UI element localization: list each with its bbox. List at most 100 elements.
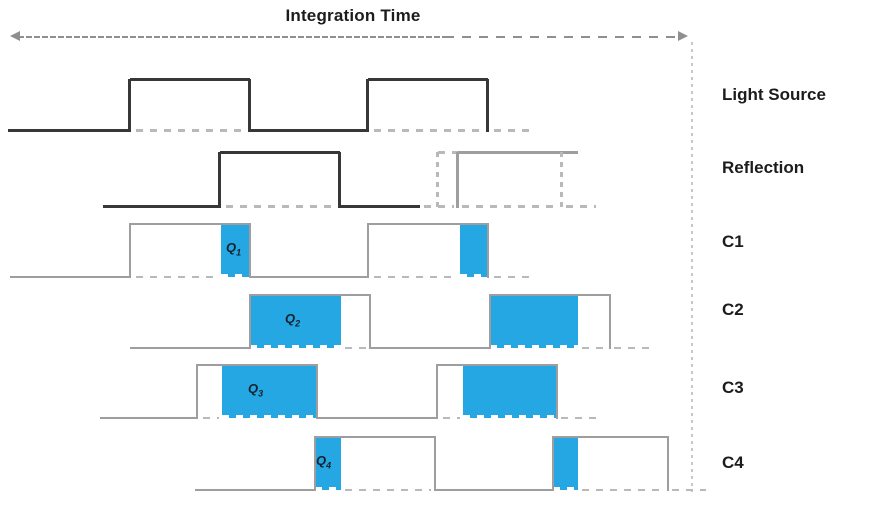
waveform-segment-reflection [438, 151, 458, 154]
waveform-segment-c1 [136, 276, 218, 278]
waveform-segment-c3 [437, 364, 557, 366]
waveform-segment-c2 [345, 347, 366, 349]
charge-fill-c3 [463, 366, 557, 418]
row-label-light-source: Light Source [722, 85, 826, 104]
row-label-reflection: Reflection [722, 158, 805, 177]
waveform-segment-light-source [136, 129, 246, 132]
charge-fill-c1 [221, 225, 250, 277]
waveform-segment-light-source [374, 129, 484, 132]
waveform-edge-reflection [436, 152, 439, 208]
waveform-segment-c3 [317, 417, 437, 419]
waveform-edge-light-source [486, 79, 489, 132]
waveform-segment-c3 [443, 417, 460, 419]
waveform-edge-c1 [367, 223, 369, 278]
q-label: Q4 [316, 452, 332, 471]
waveform-segment-reflection [226, 205, 336, 208]
waveform-segment-c2 [582, 347, 606, 349]
waveform-segment-c3 [561, 417, 597, 419]
baseline-dash-over-fill [553, 487, 578, 490]
waveform-segment-c4 [315, 436, 435, 438]
waveform-segment-c4 [435, 489, 553, 491]
row-label-c2: C2 [722, 300, 744, 319]
integration-arrow-line [18, 36, 445, 38]
waveform-segment-light-source [130, 78, 250, 81]
waveform-segment-c3 [197, 364, 317, 366]
waveform-edge-reflection [218, 152, 221, 208]
waveform-segment-reflection [340, 205, 420, 208]
guide-line [691, 42, 693, 492]
waveform-segment-reflection [462, 205, 558, 208]
waveform-edge-c3 [556, 364, 558, 419]
waveform-edge-reflection [560, 152, 563, 208]
waveform-segment-reflection [220, 151, 340, 154]
waveform-segment-c1 [250, 276, 368, 278]
arrow-left-head-icon [10, 31, 20, 41]
q-label: Q3 [248, 380, 264, 399]
waveform-edge-reflection [456, 152, 459, 208]
charge-fill-c1 [460, 225, 488, 277]
charge-fill-c4 [315, 438, 341, 490]
waveform-segment-light-source [8, 129, 130, 132]
waveform-segment-reflection [424, 205, 454, 208]
waveform-segment-reflection [103, 205, 220, 208]
baseline-dash-over-fill [221, 274, 250, 277]
waveform-edge-c4 [314, 436, 316, 491]
waveform-edge-c1 [129, 223, 131, 278]
waveform-segment-c1 [494, 276, 532, 278]
arrow-right-head-icon [678, 31, 688, 41]
waveform-segment-c2 [490, 294, 610, 296]
waveform-edge-reflection [338, 152, 341, 208]
waveform-edge-c2 [489, 294, 491, 349]
waveform-segment-light-source [494, 129, 532, 132]
waveform-segment-c1 [10, 276, 130, 278]
waveform-segment-c1 [130, 223, 250, 225]
waveform-edge-c2 [609, 294, 611, 349]
baseline-dash-over-fill [315, 487, 341, 490]
waveform-segment-c2 [370, 347, 490, 349]
waveform-segment-light-source [368, 78, 488, 81]
waveform-segment-light-source [250, 129, 368, 132]
waveform-edge-c2 [369, 294, 371, 349]
charge-fill-c2 [490, 296, 578, 348]
waveform-segment-c1 [374, 276, 457, 278]
integration-arrow-line [445, 36, 680, 38]
waveform-segment-c4 [345, 489, 431, 491]
waveform-segment-c2 [130, 347, 250, 349]
waveform-edge-c3 [436, 364, 438, 419]
charge-fill-c4 [553, 438, 578, 490]
waveform-segment-c4 [553, 436, 668, 438]
waveform-segment-c4 [195, 489, 315, 491]
waveform-edge-c3 [196, 364, 198, 419]
diagram-title: Integration Time [285, 6, 421, 25]
waveform-edge-c2 [249, 294, 251, 349]
waveform-edge-light-source [248, 79, 251, 132]
baseline-dash-over-fill [463, 415, 557, 418]
waveform-edge-c3 [316, 364, 318, 419]
baseline-dash-over-fill [222, 415, 317, 418]
baseline-dash-over-fill [460, 274, 488, 277]
waveform-edge-light-source [366, 79, 369, 132]
waveform-segment-reflection [458, 151, 578, 154]
row-label-c3: C3 [722, 378, 744, 397]
waveform-edge-c4 [552, 436, 554, 491]
baseline-dash-over-fill [490, 345, 578, 348]
waveform-segment-c3 [203, 417, 219, 419]
waveform-segment-c4 [672, 489, 706, 491]
waveform-segment-c2 [614, 347, 652, 349]
waveform-edge-c4 [434, 436, 436, 491]
waveform-edge-light-source [128, 79, 131, 132]
waveform-edge-c1 [487, 223, 489, 278]
q-label: Q2 [285, 310, 301, 329]
waveform-segment-reflection [566, 205, 596, 208]
waveform-segment-c3 [100, 417, 197, 419]
q-label: Q1 [226, 239, 242, 258]
waveform-edge-c1 [249, 223, 251, 278]
charge-fill-c2 [250, 296, 341, 348]
row-label-c4: C4 [722, 453, 744, 472]
row-label-c1: C1 [722, 232, 744, 251]
waveform-segment-c1 [368, 223, 488, 225]
waveform-edge-c4 [667, 436, 669, 491]
baseline-dash-over-fill [250, 345, 341, 348]
